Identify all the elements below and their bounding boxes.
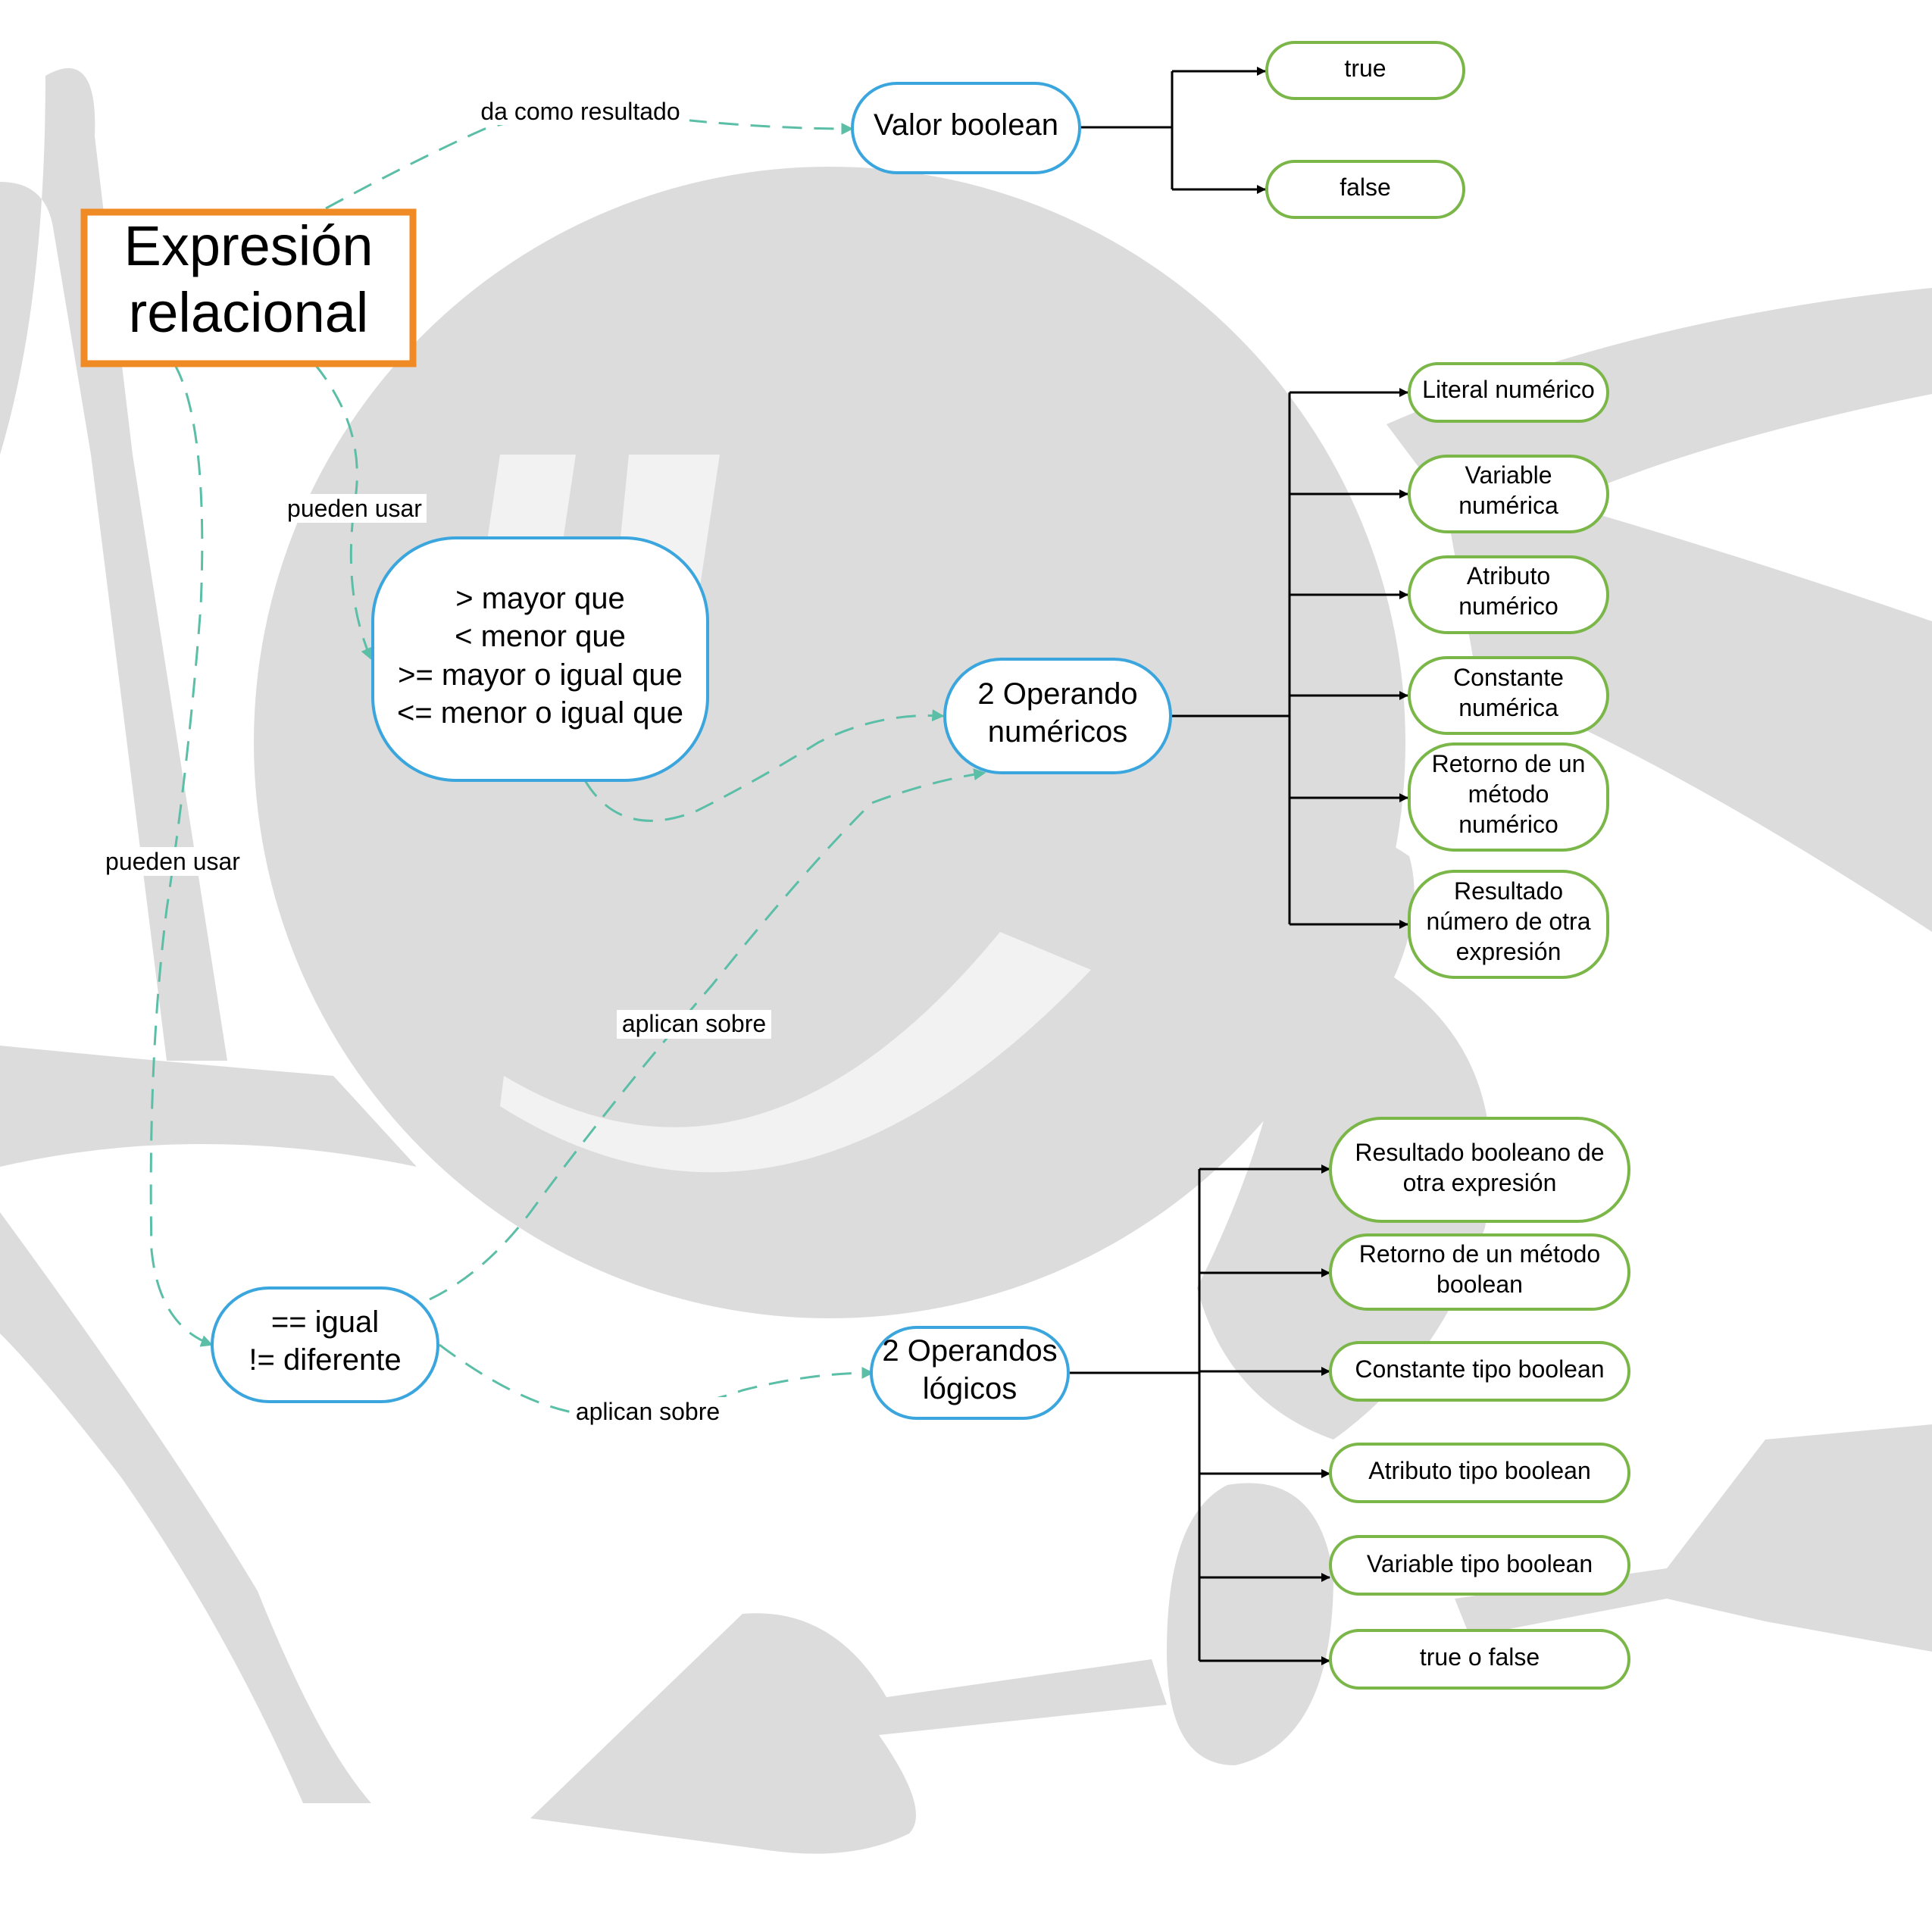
leaf-atributo-boolean-line1: Atributo tipo boolean (1368, 1457, 1591, 1484)
leaf-constante-boolean-line1: Constante tipo boolean (1355, 1355, 1604, 1383)
leaf-resultado-booleano-line1: Resultado booleano de (1355, 1139, 1604, 1166)
label-pueden-usar-2: pueden usar (105, 848, 240, 875)
comparador-mayor: > mayor que (455, 582, 624, 615)
leaf-variable-numerica[interactable]: Variable numérica (1408, 455, 1609, 533)
leaf-literal-numerico[interactable]: Literal numérico (1408, 362, 1609, 423)
leaf-atributo-numerico[interactable]: Atributo numérico (1408, 555, 1609, 634)
leaf-resultado-numero-line3: expresión (1456, 938, 1562, 965)
leaf-resultado-numero-line1: Resultado (1454, 877, 1563, 905)
node-operandos-logicos[interactable]: 2 Operandos lógicos (870, 1326, 1070, 1420)
leaf-retorno-metodo-boolean-line1: Retorno de un método (1359, 1240, 1600, 1268)
watermark-note-stem (0, 68, 227, 1061)
node-igualdad[interactable]: == igual != diferente (211, 1286, 439, 1403)
leaf-atributo-numerico-line1: Atributo (1467, 562, 1550, 589)
leaf-constante-numerica-line2: numérica (1458, 694, 1558, 721)
leaf-retorno-metodo-numerico[interactable]: Retorno de un método numérico (1408, 742, 1609, 852)
node-operando-numericos-line2: numéricos (988, 715, 1128, 749)
leaf-true-o-false-line1: true o false (1420, 1643, 1540, 1671)
connectors-logicos (1070, 1165, 1330, 1665)
leaf-resultado-booleano[interactable]: Resultado booleano de otra expresión (1329, 1117, 1630, 1223)
watermark-arrow-tail (530, 1613, 1167, 1854)
node-operando-numericos[interactable]: 2 Operando numéricos (943, 658, 1172, 774)
leaf-resultado-numero[interactable]: Resultado número de otra expresión (1408, 870, 1609, 979)
comparador-menor-igual: <= menor o igual que (397, 696, 683, 730)
leaf-variable-boolean[interactable]: Variable tipo boolean (1329, 1535, 1630, 1596)
leaf-variable-numerica-line1: Variable (1465, 461, 1552, 489)
node-true-label: true (1344, 55, 1386, 82)
leaf-retorno-metodo-numerico-line1: Retorno de un (1432, 750, 1586, 777)
leaf-atributo-boolean[interactable]: Atributo tipo boolean (1329, 1443, 1630, 1503)
comparador-menor: < menor que (455, 620, 626, 653)
node-operando-numericos-line1: 2 Operando (977, 677, 1137, 711)
leaf-resultado-numero-line2: número de otra (1426, 908, 1590, 935)
background-watermark (0, 68, 1932, 1854)
leaf-true-o-false[interactable]: true o false (1329, 1629, 1630, 1690)
leaf-retorno-metodo-numerico-line3: numérico (1458, 811, 1558, 838)
leaf-retorno-metodo-boolean[interactable]: Retorno de un método boolean (1329, 1233, 1630, 1311)
edge-comparadores-numericos (583, 709, 945, 822)
leaf-variable-numerica-line2: numérica (1458, 492, 1558, 519)
watermark-smile (500, 932, 1091, 1173)
comparador-igual: == igual (271, 1305, 379, 1339)
watermark-note-beam (0, 1046, 417, 1167)
node-valor-boolean[interactable]: Valor boolean (851, 82, 1081, 174)
connectors-numericos (1172, 388, 1408, 929)
comparador-mayor-igual: >= mayor o igual que (398, 658, 683, 692)
leaf-constante-numerica[interactable]: Constante numérica (1408, 656, 1609, 735)
node-expresion-relacional-line2: relacional (129, 281, 369, 344)
node-true[interactable]: true (1265, 41, 1465, 100)
connectors-boolean (1080, 67, 1266, 194)
leaf-resultado-booleano-line2: otra expresión (1403, 1169, 1557, 1196)
label-aplican-sobre-1: aplican sobre (622, 1010, 766, 1037)
leaf-retorno-metodo-boolean-line2: boolean (1436, 1271, 1523, 1298)
leaf-constante-boolean[interactable]: Constante tipo boolean (1329, 1341, 1630, 1402)
node-operandos-logicos-line2: lógicos (923, 1372, 1018, 1405)
node-false-label: false (1340, 174, 1391, 201)
node-operandos-logicos-line1: 2 Operandos (882, 1334, 1057, 1368)
node-expresion-relacional-line1: Expresión (123, 214, 373, 277)
edge-aplican-sobre-1 (429, 768, 986, 1301)
leaf-constante-numerica-line1: Constante (1453, 664, 1564, 691)
node-comparadores[interactable]: > mayor que < menor que >= mayor o igual… (371, 536, 709, 782)
leaf-atributo-numerico-line2: numérico (1458, 592, 1558, 620)
label-aplican-sobre-2: aplican sobre (576, 1398, 720, 1425)
leaf-variable-boolean-line1: Variable tipo boolean (1367, 1550, 1593, 1577)
edge-labels: da como resultado pueden usar pueden usa… (101, 96, 771, 1426)
leaf-retorno-metodo-numerico-line2: método (1468, 780, 1549, 808)
label-da-como-resultado: da como resultado (480, 98, 680, 125)
comparador-diferente: != diferente (249, 1343, 401, 1377)
label-pueden-usar-1: pueden usar (287, 495, 422, 522)
watermark-note-tail (0, 1212, 371, 1803)
leaf-literal-numerico-line1: Literal numérico (1422, 376, 1595, 403)
watermark-circle-small (1167, 1483, 1333, 1765)
node-expresion-relacional[interactable]: Expresión relacional (80, 208, 417, 367)
node-false[interactable]: false (1265, 160, 1465, 219)
edge-pueden-usar-2 (149, 363, 214, 1347)
node-valor-boolean-label: Valor boolean (874, 108, 1058, 142)
edge-pueden-usar-1 (313, 363, 373, 661)
